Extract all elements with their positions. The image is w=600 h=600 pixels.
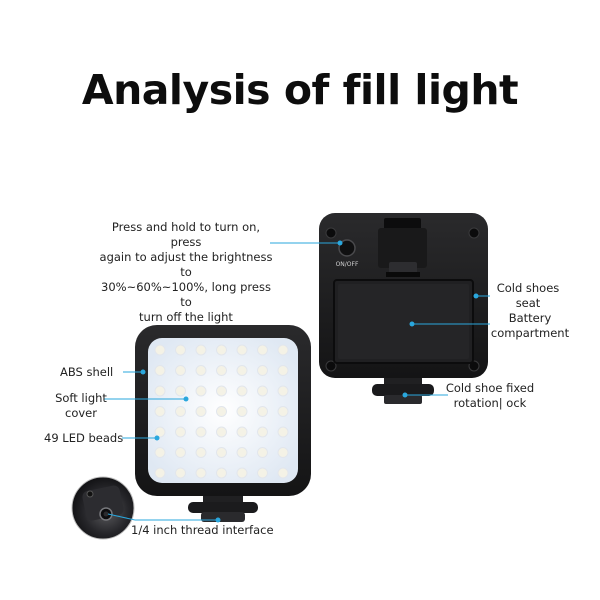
light-back-view: ON/OFF (319, 213, 488, 404)
led-bead (216, 365, 227, 376)
led-bead (154, 406, 166, 417)
callout-lines (104, 240, 490, 523)
led-bead (277, 467, 289, 479)
abs-shell-label: ABS shell (60, 365, 114, 379)
soft-light-cover-label: Soft light cover (55, 391, 107, 420)
led-bead (236, 344, 248, 356)
led-bead (175, 406, 186, 417)
led-bead (216, 467, 227, 479)
led-bead (154, 447, 166, 458)
led-bead (175, 426, 186, 438)
led-bead (216, 426, 227, 438)
led-bead (257, 344, 268, 356)
led-bead (236, 385, 248, 397)
led-bead (216, 385, 227, 397)
led-bead (277, 344, 289, 356)
led-bead (195, 406, 207, 417)
led-bead (175, 344, 186, 356)
led-bead (154, 426, 166, 438)
led-bead (195, 426, 207, 438)
led-bead (236, 365, 248, 376)
led-bead (216, 447, 227, 458)
led-bead (257, 385, 268, 397)
page-title: Analysis of fill light (81, 66, 519, 114)
led-bead (175, 385, 186, 397)
led-beads-grid (154, 344, 289, 479)
led-bead (257, 467, 268, 479)
led-bead (277, 385, 289, 397)
led-bead (216, 406, 227, 417)
battery-compartment-label: Battery compartment (490, 311, 570, 340)
led-bead (154, 365, 166, 376)
led-bead (195, 467, 207, 479)
led-bead (236, 406, 248, 417)
led-bead (257, 447, 268, 458)
cold-shoes-seat-label: Cold shoes seat (496, 281, 560, 310)
led-bead (257, 406, 268, 417)
led-bead (257, 365, 268, 376)
led-bead (257, 426, 268, 438)
led-bead (195, 365, 207, 376)
led-bead (277, 447, 289, 458)
power-button-icon (338, 239, 356, 257)
thread-closeup (71, 476, 135, 540)
onoff-label: ON/OFF (336, 261, 359, 268)
led-bead (236, 426, 248, 438)
led-bead (154, 385, 166, 397)
thread-interface-label: 1/4 inch thread interface (131, 523, 274, 537)
led-bead (236, 467, 248, 479)
cold-shoe-fixed-label: Cold shoe fixed rotation| ock (445, 381, 535, 410)
light-front-view (135, 325, 311, 522)
led-bead (216, 344, 227, 356)
led-bead (154, 344, 166, 356)
power-instructions-label: Press and hold to turn on, press again t… (99, 220, 273, 324)
led-bead (154, 467, 166, 479)
led-bead (195, 447, 207, 458)
led-bead (277, 426, 289, 438)
led-bead (175, 365, 186, 376)
led-bead (195, 385, 207, 397)
led-bead (175, 447, 186, 458)
led-bead (195, 344, 207, 356)
led-bead (175, 467, 186, 479)
led-bead (277, 406, 289, 417)
led-bead (277, 365, 289, 376)
led-beads-label: 49 LED beads (44, 431, 124, 445)
led-bead (236, 447, 248, 458)
